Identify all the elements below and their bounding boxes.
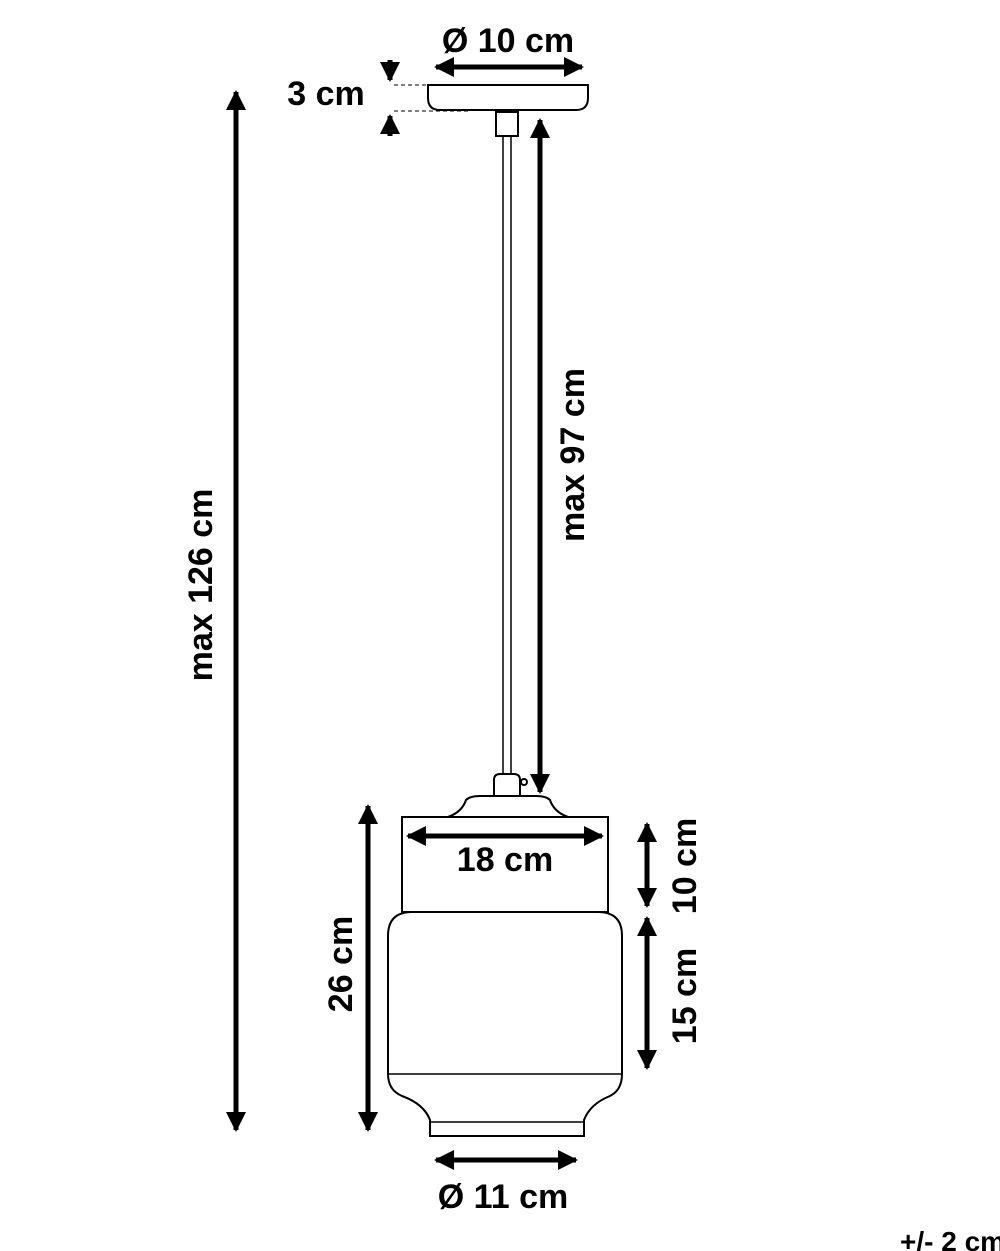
label-upper-section: 10 cm (666, 818, 704, 914)
lamp-drawing (387, 84, 623, 1137)
label-canopy-diameter: Ø 10 cm (442, 22, 574, 60)
label-tolerance: +/- 2 cm (900, 1226, 1000, 1251)
shade-lower-section (387, 911, 623, 1137)
label-cable-length: max 97 cm (554, 368, 592, 542)
dimension-labels: Ø 10 cm 3 cm max 126 cm max 97 cm 18 cm … (182, 22, 1000, 1251)
shade-neck (447, 795, 569, 818)
dimension-arrows (226, 57, 657, 1170)
socket-cap (493, 773, 521, 797)
label-total-height: max 126 cm (182, 489, 220, 682)
label-shade-width: 18 cm (457, 841, 553, 879)
label-lower-section: 15 cm (666, 948, 704, 1044)
ceiling-canopy (427, 84, 589, 111)
label-bottom-diameter: Ø 11 cm (438, 1178, 568, 1216)
canopy-connector (495, 111, 519, 137)
cable-grip (520, 778, 528, 786)
label-shade-height: 26 cm (322, 916, 360, 1012)
label-canopy-height: 3 cm (287, 75, 365, 113)
